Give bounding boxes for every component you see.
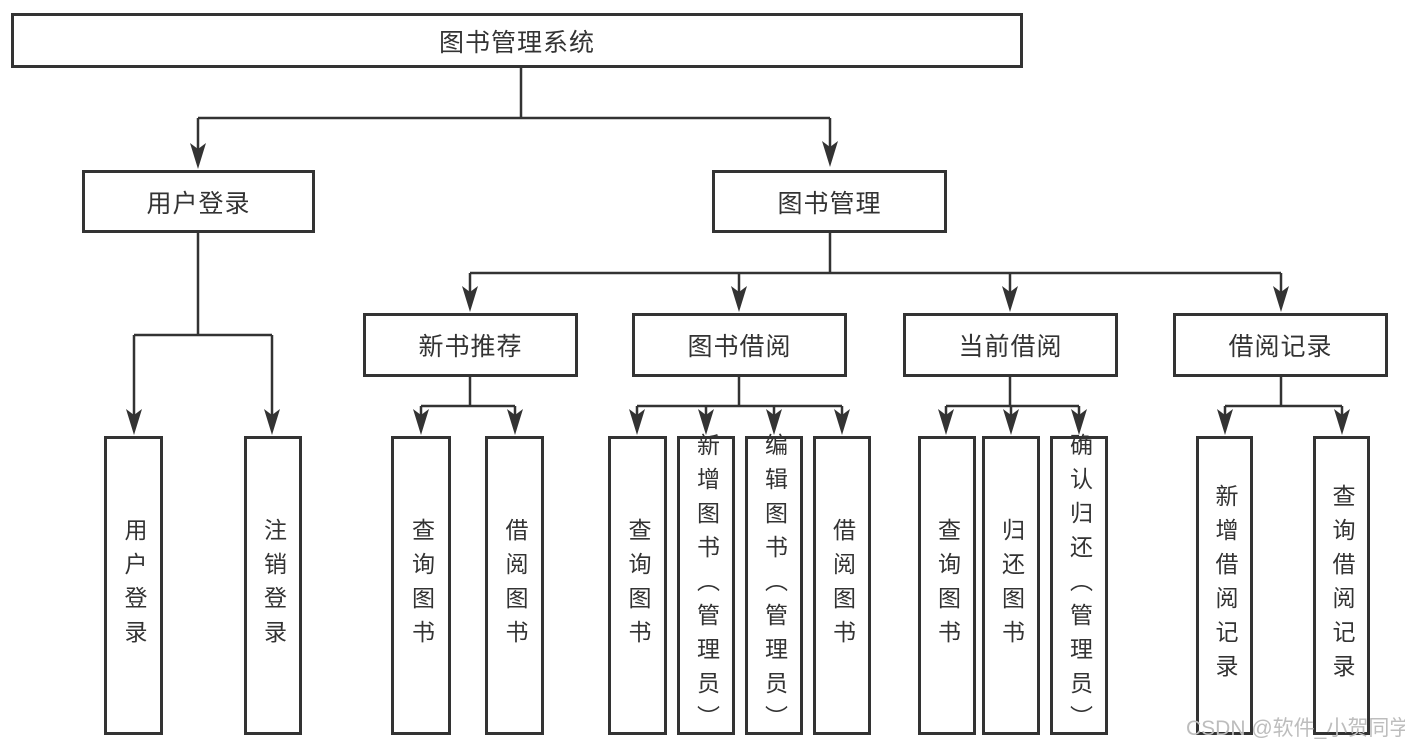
node-book-management: 图书管理 — [712, 170, 947, 233]
leaf-edit-book-admin-label: 编辑图书（管理员） — [761, 432, 788, 739]
leaf-confirm-return-admin-label: 确认归还（管理员） — [1066, 432, 1093, 739]
node-book-borrow-label: 图书借阅 — [687, 333, 792, 361]
node-current-borrow: 当前借阅 — [903, 313, 1118, 377]
leaf-borrow-books-recommend-label: 借阅图书 — [502, 517, 528, 654]
leaf-query-books-recommend: 查询图书 — [391, 436, 451, 735]
leaf-query-borrow-record: 查询借阅记录 — [1313, 436, 1370, 735]
connector-current-borrow-children — [938, 377, 1087, 435]
node-new-book-recommend-label: 新书推荐 — [418, 333, 523, 361]
connector-user-login-children — [126, 233, 280, 435]
node-current-borrow-label: 当前借阅 — [958, 333, 1063, 361]
leaf-query-books-recommend-label: 查询图书 — [408, 517, 435, 654]
leaf-query-books-current-label: 查询图书 — [934, 517, 961, 654]
leaf-add-book-admin: 新增图书（管理员） — [677, 433, 735, 739]
node-borrow-records: 借阅记录 — [1173, 313, 1388, 377]
node-user-login-label: 用户登录 — [146, 189, 251, 218]
connector-book-borrow-children — [629, 377, 850, 435]
node-user-login: 用户登录 — [82, 170, 315, 233]
node-new-book-recommend: 新书推荐 — [363, 313, 578, 377]
leaf-return-book: 归还图书 — [982, 436, 1040, 735]
leaf-query-books-borrow-label: 查询图书 — [625, 517, 651, 654]
leaf-user-login: 用户登录 — [104, 436, 163, 735]
node-root: 图书管理系统 — [11, 13, 1023, 68]
leaf-logout-label: 注销登录 — [260, 517, 287, 654]
csdn-watermark: CSDN @软件_小贺同学 — [1186, 717, 1405, 740]
connector-borrow-records-children — [1217, 377, 1350, 435]
connector-book-management-children — [462, 233, 1289, 312]
leaf-borrow-books-recommend: 借阅图书 — [485, 436, 544, 735]
leaf-return-book-label: 归还图书 — [998, 517, 1025, 654]
leaf-borrow-books-label: 借阅图书 — [829, 517, 856, 654]
leaf-query-books-current: 查询图书 — [918, 436, 976, 735]
leaf-add-borrow-record-label: 新增借阅记录 — [1212, 483, 1238, 688]
leaf-borrow-books: 借阅图书 — [813, 436, 871, 735]
node-root-label: 图书管理系统 — [438, 28, 595, 57]
leaf-query-borrow-record-label: 查询借阅记录 — [1329, 483, 1355, 688]
leaf-confirm-return-admin: 确认归还（管理员） — [1050, 433, 1108, 739]
leaf-add-borrow-record: 新增借阅记录 — [1196, 436, 1253, 735]
leaf-edit-book-admin: 编辑图书（管理员） — [745, 433, 803, 739]
connector-new-book-recommend-children — [413, 377, 523, 435]
leaf-add-book-admin-label: 新增图书（管理员） — [693, 432, 720, 739]
node-borrow-records-label: 借阅记录 — [1228, 333, 1333, 361]
leaf-user-login-label: 用户登录 — [121, 517, 147, 654]
leaf-logout: 注销登录 — [244, 436, 302, 735]
node-book-management-label: 图书管理 — [777, 189, 882, 218]
node-book-borrow: 图书借阅 — [632, 313, 847, 377]
connector-root-to-level2 — [190, 68, 838, 169]
leaf-query-books-borrow: 查询图书 — [608, 436, 667, 735]
